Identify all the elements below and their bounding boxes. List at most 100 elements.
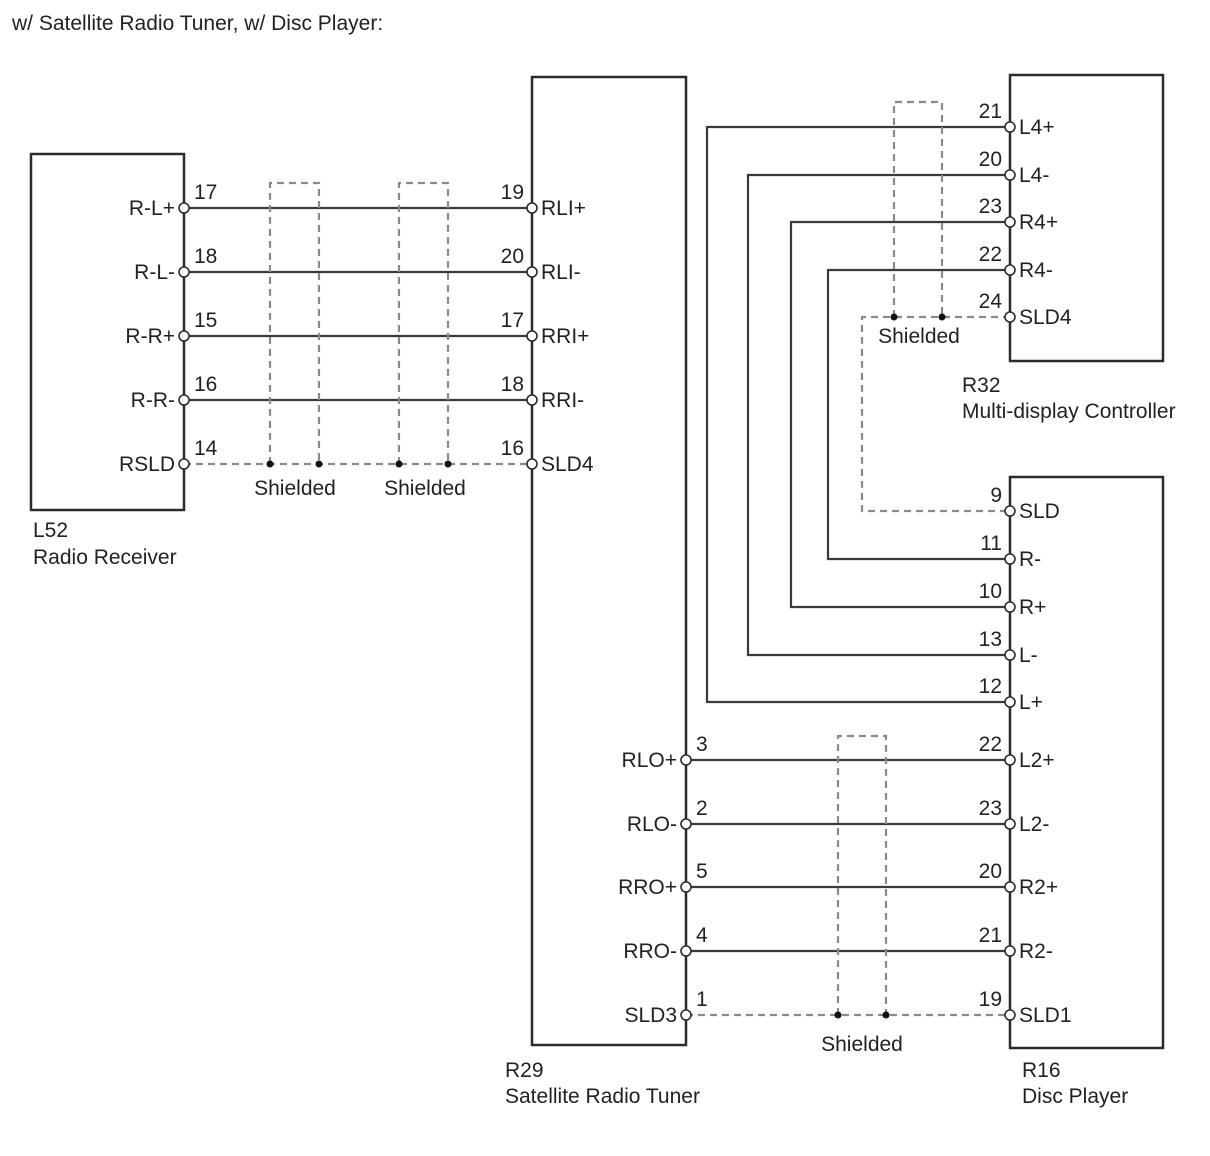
- pin-number-r16-top-l-: 13: [979, 628, 1002, 651]
- pin-terminal-r32-l4-: [1004, 169, 1016, 181]
- pin-terminal-r16-top-sld: [1004, 505, 1016, 517]
- pin-terminal-r29-left-rli-: [526, 202, 538, 214]
- pin-number-r29-right-rlo-: 2: [696, 797, 708, 820]
- pin-terminal-r29-left-rli-: [526, 266, 538, 278]
- pin-label-r16-top-r-: R-: [1019, 548, 1041, 571]
- pin-terminal-r16-top-r-: [1004, 601, 1016, 613]
- pin-label-r16-bottom-r2-: R2+: [1019, 876, 1058, 899]
- pin-label-l52-r-l-: R-L+: [129, 197, 175, 220]
- pin-terminal-r16-bottom-r2-: [1004, 945, 1016, 957]
- pin-number-l52-r-l-: 18: [194, 245, 217, 268]
- pin-label-r32-r4-: R4-: [1019, 259, 1053, 282]
- pin-number-r32-sld4: 24: [979, 290, 1003, 313]
- shield-drain-wire-r32-r16: [860, 315, 1010, 513]
- pin-number-r29-right-sld3: 1: [696, 988, 708, 1011]
- pin-label-r32-sld4: SLD4: [1019, 306, 1072, 329]
- pin-terminal-r29-left-sld4: [526, 458, 538, 470]
- pin-terminal-r32-sld4: [1004, 311, 1016, 323]
- shield-junction-dot: [266, 460, 274, 468]
- pin-number-l52-r-r-: 16: [194, 373, 217, 396]
- pin-terminal-r29-left-rri-: [526, 330, 538, 342]
- pin-label-r32-r4-: R4+: [1019, 211, 1058, 234]
- pin-label-l52-r-r-: R-R-: [131, 389, 175, 412]
- pin-number-r29-left-rli-: 19: [501, 181, 524, 204]
- satellite-radio-tuner-code: R29: [505, 1059, 544, 1082]
- pin-number-l52-r-l-: 17: [194, 181, 217, 204]
- pin-label-r29-left-rri-: RRI-: [541, 389, 584, 412]
- pin-number-r16-top-l-: 12: [979, 675, 1002, 698]
- pin-label-r16-bottom-l2-: L2+: [1019, 749, 1055, 772]
- pin-number-r32-l4-: 21: [979, 100, 1002, 123]
- shield-junction-dot: [938, 313, 946, 321]
- pin-number-r16-bottom-r2-: 21: [979, 924, 1002, 947]
- shield-junction-dot: [315, 460, 323, 468]
- pin-label-r16-bottom-l2-: L2-: [1019, 813, 1049, 836]
- pin-terminal-r29-right-rlo-: [680, 754, 692, 766]
- shield-loop-2: [397, 181, 450, 464]
- pin-label-r29-left-sld4: SLD4: [541, 453, 594, 476]
- pin-label-r16-bottom-r2-: R2-: [1019, 940, 1053, 963]
- wire-r4-plus-to-r-plus: [789, 220, 1010, 609]
- pin-terminal-r29-right-rlo-: [680, 818, 692, 830]
- radio-receiver-name: Radio Receiver: [33, 546, 177, 569]
- pin-label-r16-top-sld: SLD: [1019, 500, 1060, 523]
- wire-l4-plus-to-l-plus: [705, 125, 1010, 704]
- pin-number-l52-rsld: 14: [194, 437, 218, 460]
- pin-terminal-r29-right-sld3: [680, 1009, 692, 1021]
- pin-label-r29-right-rro-: RRO-: [623, 940, 677, 963]
- pin-terminal-l52-r-r-: [178, 330, 190, 342]
- pin-number-r32-r4-: 23: [979, 195, 1002, 218]
- pin-label-r29-right-sld3: SLD3: [624, 1004, 677, 1027]
- pin-terminal-r29-left-rri-: [526, 394, 538, 406]
- pin-label-r32-l4-: L4-: [1019, 164, 1049, 187]
- pin-terminal-r32-r4-: [1004, 216, 1016, 228]
- pin-terminal-r32-r4-: [1004, 264, 1016, 276]
- pin-number-l52-r-r-: 15: [194, 309, 217, 332]
- shield-label-4: Shielded: [821, 1033, 903, 1056]
- shield-junction-dot: [444, 460, 452, 468]
- pin-label-r29-left-rli-: RLI-: [541, 261, 581, 284]
- radio-receiver-code: L52: [33, 519, 68, 542]
- pin-terminal-r32-l4-: [1004, 121, 1016, 133]
- shield-loop-4: [836, 734, 888, 1015]
- shield-label-1: Shielded: [254, 477, 336, 500]
- pin-label-r29-left-rli-: RLI+: [541, 197, 586, 220]
- pin-terminal-r16-top-l-: [1004, 696, 1016, 708]
- pin-label-r16-top-r-: R+: [1019, 596, 1046, 619]
- shield-loop-1: [268, 181, 321, 464]
- diagram-title: w/ Satellite Radio Tuner, w/ Disc Player…: [11, 12, 383, 35]
- pin-terminal-l52-r-l-: [178, 266, 190, 278]
- pin-terminal-r29-right-rro-: [680, 881, 692, 893]
- pin-terminal-l52-r-l-: [178, 202, 190, 214]
- pin-label-r16-bottom-sld1: SLD1: [1019, 1004, 1072, 1027]
- pin-terminal-r16-bottom-sld1: [1004, 1009, 1016, 1021]
- shield-junction-dot: [395, 460, 403, 468]
- satellite-radio-tuner-name: Satellite Radio Tuner: [505, 1085, 700, 1108]
- pin-number-r29-left-rri-: 17: [501, 309, 524, 332]
- pin-number-r32-r4-: 22: [979, 243, 1002, 266]
- connector-pins: R-L+17R-L-18R-R+15R-R-16RSLD14RLI+19RLI-…: [119, 100, 1072, 1027]
- pin-label-r29-right-rro-: RRO+: [618, 876, 677, 899]
- pin-number-r16-top-r-: 10: [979, 580, 1002, 603]
- shield-junction-dot: [834, 1011, 842, 1019]
- shield-junction-dot: [890, 313, 898, 321]
- pin-number-r29-right-rro-: 5: [696, 860, 708, 883]
- pin-number-r16-top-sld: 9: [990, 484, 1002, 507]
- shield-loop-3: [892, 100, 944, 317]
- pin-number-r29-left-sld4: 16: [501, 437, 524, 460]
- wire-r4-minus-to-r-minus: [826, 268, 1010, 561]
- pin-terminal-r16-top-l-: [1004, 649, 1016, 661]
- pin-number-r16-top-r-: 11: [980, 532, 1002, 555]
- pin-number-r29-right-rro-: 4: [696, 924, 708, 947]
- pin-number-r16-bottom-sld1: 19: [979, 988, 1002, 1011]
- pin-terminal-r16-bottom-l2-: [1004, 818, 1016, 830]
- pin-terminal-r16-bottom-r2-: [1004, 881, 1016, 893]
- pin-label-l52-r-r-: R-R+: [125, 325, 175, 348]
- pin-label-r29-right-rlo-: RLO+: [622, 749, 677, 772]
- multi-display-controller-name: Multi-display Controller: [962, 400, 1176, 423]
- pin-terminal-l52-rsld: [178, 458, 190, 470]
- pin-number-r16-bottom-r2-: 20: [979, 860, 1002, 883]
- pin-number-r29-left-rri-: 18: [501, 373, 524, 396]
- pin-label-r29-left-rri-: RRI+: [541, 325, 589, 348]
